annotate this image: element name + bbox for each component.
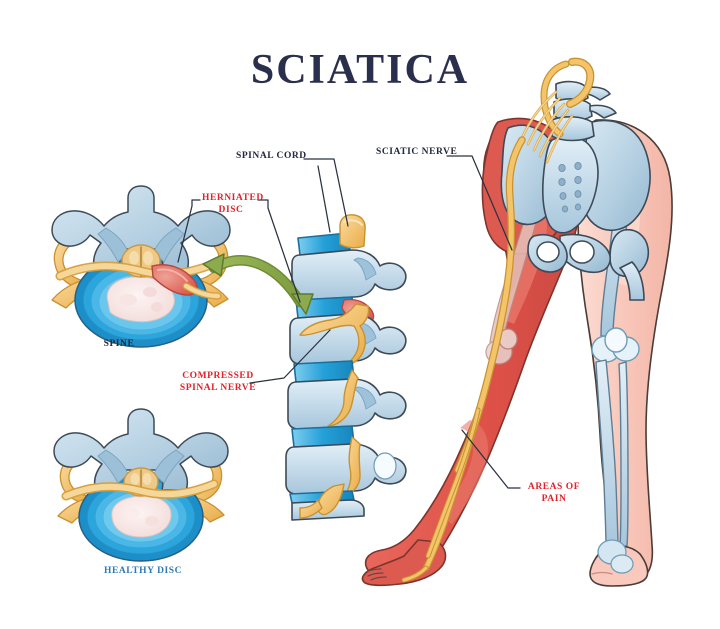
- leader-herniated-right: [257, 199, 301, 303]
- leader-spinal-cord: [303, 158, 349, 227]
- label-areas-of-pain: AREAS OF PAIN: [527, 482, 581, 504]
- leader-compressed-nerve: [249, 329, 331, 384]
- label-healthy-disc: HEALTHY DISC: [104, 566, 182, 576]
- left-foot-pain: [361, 539, 447, 587]
- leader-spinal-cord-2: [317, 165, 331, 233]
- spine-cross-section-figure: [51, 185, 231, 348]
- green-connector-arrow: [202, 253, 314, 315]
- leader-sciatic-nerve: [446, 155, 513, 251]
- lumbar-spine-lateral-figure: [285, 214, 407, 521]
- compressed-nerve-root: [299, 303, 370, 367]
- leader-areas-of-pain: [461, 429, 521, 489]
- label-compressed-spinal-nerve: COMPRESSED SPINAL NERVE: [179, 371, 257, 393]
- label-herniated-disc: HERNIATED DISC: [202, 193, 264, 215]
- right-foot: [589, 539, 649, 587]
- leader-lines: [177, 155, 521, 489]
- label-sciatic-nerve: SCIATIC NERVE: [376, 147, 458, 157]
- leader-herniated-left: [177, 199, 201, 263]
- lower-body-figure: [361, 57, 673, 587]
- label-spinal-cord: SPINAL CORD: [236, 151, 307, 161]
- sciatic-nerve-path: [401, 57, 595, 583]
- label-spine: SPINE: [103, 339, 135, 349]
- healthy-disc-figure: [53, 408, 229, 562]
- spinal-cord-stub: [339, 214, 366, 249]
- page-title: SCIATICA: [250, 47, 470, 93]
- pelvis-bone-group: [500, 80, 651, 301]
